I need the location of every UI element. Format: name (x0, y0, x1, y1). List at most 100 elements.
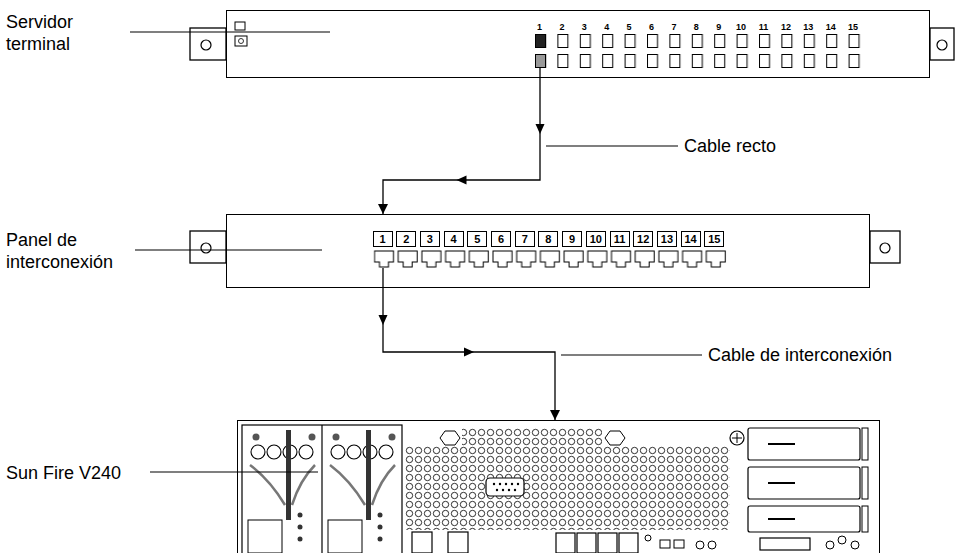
port-number: 7 (515, 231, 535, 247)
ear-hole (880, 243, 890, 253)
port-number: 4 (599, 22, 615, 32)
port-number: 10 (586, 231, 606, 247)
port-number: 15 (704, 231, 724, 247)
connectors (379, 78, 556, 420)
status-holes (826, 536, 859, 549)
leader-line (150, 471, 318, 472)
vent-grid (405, 446, 730, 530)
db9-port (486, 478, 524, 496)
usb-port (674, 540, 684, 548)
port-number: 11 (756, 22, 772, 32)
port-number: 3 (576, 22, 592, 32)
leader-line (546, 145, 678, 146)
ethernet-ports (556, 533, 638, 553)
port-number: 9 (562, 231, 582, 247)
port-number: 1 (532, 22, 548, 32)
psu-bay (242, 425, 402, 553)
port-number: 3 (420, 231, 440, 247)
flow-arrow (379, 315, 388, 325)
leader-line (130, 31, 330, 32)
server-chassis: Sun Fire V240 (237, 420, 880, 553)
ear-hole (937, 40, 947, 50)
ear-hole (201, 40, 211, 50)
status-led (235, 22, 245, 30)
power-inlet (248, 520, 282, 553)
port-number: 4 (444, 231, 464, 247)
pci-tabs (862, 428, 868, 532)
terminal-server-drawing (130, 22, 954, 78)
device-label: Sun Fire V240 (6, 462, 131, 484)
port-number: 9 (711, 22, 727, 32)
port-strip (405, 531, 730, 553)
psu-latch (286, 430, 291, 520)
cable-stub (382, 268, 383, 288)
patch-panel-drawing (135, 231, 900, 288)
mount-ear (930, 28, 954, 60)
device-label: Panel de interconexión (6, 229, 131, 273)
port-number: 1 (373, 231, 393, 247)
cable-connector (383, 78, 540, 214)
screw (333, 434, 340, 441)
server-rear-panel (150, 425, 868, 553)
device-label: Servidor terminal (6, 11, 131, 55)
port-number: 2 (396, 231, 416, 247)
flow-arrow (536, 124, 545, 134)
port-number: 8 (688, 22, 704, 32)
port-number: 13 (800, 22, 816, 32)
port-number: 14 (823, 22, 839, 32)
port-1-top (536, 35, 546, 48)
mount-ear (190, 28, 226, 60)
serial-ports (535, 34, 871, 68)
psu-fan-holes (251, 445, 393, 459)
cable-label: Cable recto (682, 135, 778, 157)
leader-line (561, 354, 702, 355)
port-number: 6 (644, 22, 660, 32)
psu-handles (250, 465, 395, 505)
port-number: 15 (845, 22, 861, 32)
port-number: 5 (467, 231, 487, 247)
port-number: 12 (633, 231, 653, 247)
port-number: 12 (778, 22, 794, 32)
screw (253, 434, 260, 441)
terminal-server: Servidor terminal123456789101112131415 (226, 10, 930, 78)
scsi-port (760, 538, 810, 550)
power-switch (235, 36, 247, 46)
hex-bolt (605, 431, 625, 445)
usb-port (660, 540, 670, 548)
port-number: 10 (733, 22, 749, 32)
pci-slot-bars (768, 444, 795, 519)
screw (389, 434, 396, 441)
screw (309, 434, 316, 441)
port-number: 11 (610, 231, 630, 247)
vent-grid (462, 428, 602, 446)
ear-hole (201, 243, 211, 253)
flow-arrow (464, 348, 474, 357)
net-mgt-port (412, 532, 432, 553)
thumb-screw-cross (732, 433, 742, 443)
flow-arrow (457, 176, 467, 185)
rj45-jacks (374, 250, 730, 269)
port-1-bottom (536, 55, 546, 68)
hex-bolt (440, 431, 460, 445)
serial-mgt-port (448, 532, 468, 553)
port-number: 6 (491, 231, 511, 247)
psu-latch (366, 430, 371, 520)
thumb-screw (730, 431, 744, 445)
db9-pins (493, 483, 519, 491)
status-holes (645, 535, 716, 549)
psu-leds (298, 513, 383, 542)
patch-panel: Panel de interconexión123456789101112131… (226, 214, 870, 288)
mount-ear (870, 231, 900, 263)
switch-dot (239, 39, 244, 44)
port-number: 7 (666, 22, 682, 32)
psu-divider (321, 425, 322, 553)
cable-connector (383, 288, 555, 420)
port-number: 14 (681, 231, 701, 247)
leader-line (135, 249, 322, 250)
port-number: 2 (554, 22, 570, 32)
port-number: 13 (657, 231, 677, 247)
power-inlet (328, 520, 362, 553)
pci-slots (748, 428, 860, 532)
port-number: 5 (621, 22, 637, 32)
